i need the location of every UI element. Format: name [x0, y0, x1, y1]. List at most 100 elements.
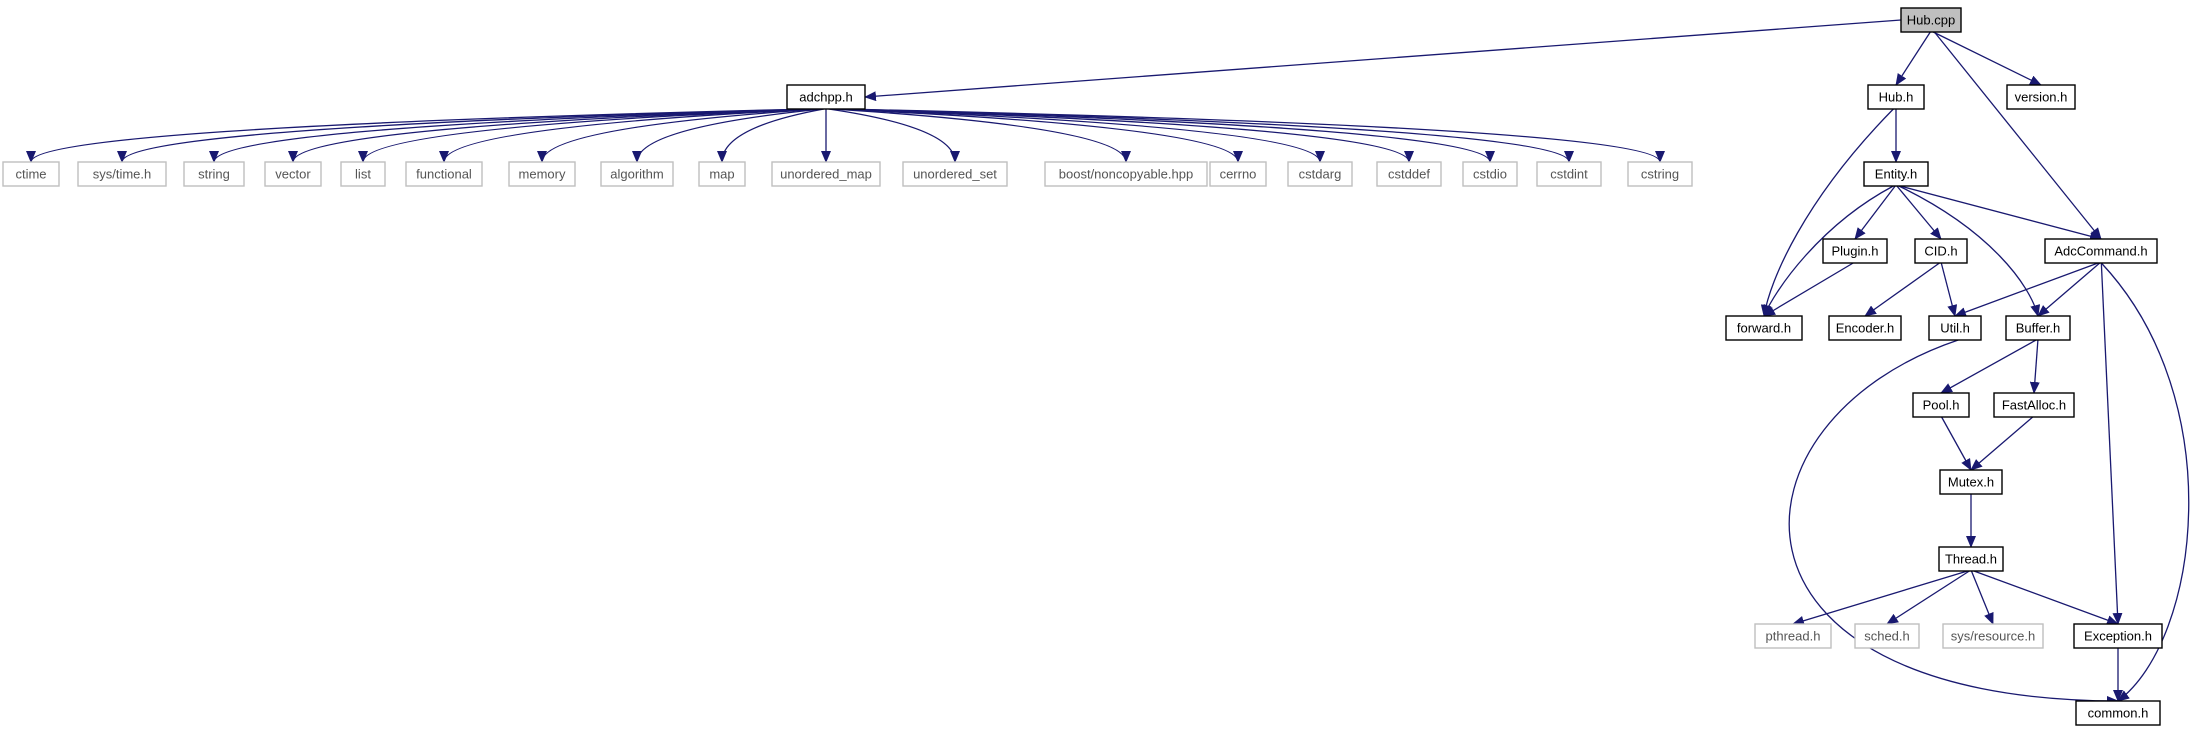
node-label: map [709, 167, 734, 182]
edge-hub_cpp-to-version_h [1932, 31, 2042, 86]
edge-hub_cpp-to-hub_h [1895, 31, 1931, 86]
node-entity-h[interactable]: Entity.h [1863, 161, 1929, 187]
edge-plugin_h-to-forward_h [1763, 262, 1854, 317]
node-label: AdcCommand.h [2054, 244, 2147, 259]
edge-adchpp_h-to-functional [439, 108, 819, 163]
node-thread-h[interactable]: Thread.h [1938, 546, 2004, 572]
node-box [2073, 623, 2163, 649]
edge-entity_h-to-cid_h [1896, 185, 1942, 240]
node-memory: memory [508, 161, 576, 187]
node-box [1209, 161, 1267, 187]
node-label: algorithm [610, 167, 663, 182]
edge-cid_h-to-encoder_h [1864, 262, 1940, 317]
node-box [508, 161, 576, 187]
edge-adchpp_h-to-cstring [842, 108, 1665, 163]
node-adccommand-h[interactable]: AdcCommand.h [2044, 238, 2158, 264]
edge-adccommand_h-to-common_h [2100, 262, 2190, 702]
edge-adccommand_h-to-util_h [1954, 262, 2099, 317]
node-label: cstdarg [1299, 167, 1342, 182]
node-label: unordered_set [913, 167, 997, 182]
edge-adchpp_h-to-ctime [26, 108, 811, 163]
edges [26, 19, 2190, 706]
node-box [340, 161, 386, 187]
node-algorithm: algorithm [600, 161, 674, 187]
node-label: adchpp.h [799, 90, 853, 105]
node-label: Entity.h [1875, 167, 1917, 182]
node-adchpp-h[interactable]: adchpp.h [786, 84, 866, 110]
node-label: sched.h [1864, 629, 1910, 644]
edge-entity_h-to-plugin_h [1854, 185, 1896, 240]
edge-thread_h-to-pthread_h [1792, 570, 1968, 626]
edge-hub_h-to-forward_h [1760, 108, 1894, 317]
node-box [1376, 161, 1442, 187]
node-box [1536, 161, 1602, 187]
node-unordered-set: unordered_set [902, 161, 1008, 187]
edge-adchpp_h-to-algorithm [632, 108, 823, 163]
node-label: functional [416, 167, 472, 182]
node-hub-cpp[interactable]: Hub.cpp [1900, 7, 1962, 33]
edge-hub_cpp-to-adchpp_h [864, 19, 1902, 102]
node-noncopyable: boost/noncopyable.hpp [1044, 161, 1208, 187]
node-label: cstdio [1473, 167, 1507, 182]
node-buffer-h[interactable]: Buffer.h [2005, 315, 2071, 341]
node-label: Hub.cpp [1907, 13, 1955, 28]
node-version-h[interactable]: version.h [2006, 84, 2076, 110]
node-label: Thread.h [1945, 552, 1997, 567]
node-common-h[interactable]: common.h [2075, 700, 2161, 726]
node-box [1939, 469, 2003, 495]
node-fastalloc-h[interactable]: FastAlloc.h [1993, 392, 2075, 418]
edge-adchpp_h-to-cerrno [834, 108, 1243, 163]
node-pthread-h: pthread.h [1754, 623, 1832, 649]
node-pool-h[interactable]: Pool.h [1912, 392, 1970, 418]
node-forward-h[interactable]: forward.h [1725, 315, 1803, 341]
edge-adchpp_h-to-cstdint [840, 108, 1574, 163]
node-map: map [698, 161, 746, 187]
node-plugin-h[interactable]: Plugin.h [1822, 238, 1888, 264]
node-cid-h[interactable]: CID.h [1914, 238, 1968, 264]
node-label: boost/noncopyable.hpp [1059, 167, 1193, 182]
edge-fastalloc_h-to-mutex_h [1970, 416, 2034, 471]
node-box [786, 84, 866, 110]
edge-entity_h-to-adccommand_h [1899, 185, 2102, 242]
node-box [2044, 238, 2158, 264]
node-exception-h[interactable]: Exception.h [2073, 623, 2163, 649]
node-list: list [340, 161, 386, 187]
node-box [600, 161, 674, 187]
node-label: memory [519, 167, 566, 182]
node-label: Plugin.h [1832, 244, 1879, 259]
node-box [1828, 315, 1902, 341]
node-box [77, 161, 167, 187]
node-box [1942, 623, 2044, 649]
edge-entity_h-to-buffer_h [1898, 185, 2041, 317]
edge-adchpp_h-to-unordered_set [828, 108, 960, 163]
node-label: CID.h [1924, 244, 1957, 259]
node-sys-resource-h: sys/resource.h [1942, 623, 2044, 649]
node-box [2, 161, 60, 187]
node-box [1044, 161, 1208, 187]
node-label: cstdint [1550, 167, 1588, 182]
node-label: Pool.h [1923, 398, 1960, 413]
edge-adccommand_h-to-buffer_h [2037, 262, 2101, 317]
node-hub-h[interactable]: Hub.h [1867, 84, 1925, 110]
node-box [1462, 161, 1518, 187]
node-box [1822, 238, 1888, 264]
node-label: cstring [1641, 167, 1679, 182]
node-box [1900, 7, 1962, 33]
node-box [1287, 161, 1353, 187]
node-mutex-h[interactable]: Mutex.h [1939, 469, 2003, 495]
node-cerrno: cerrno [1209, 161, 1267, 187]
node-vector: vector [264, 161, 322, 187]
node-box [405, 161, 483, 187]
node-box [698, 161, 746, 187]
node-util-h[interactable]: Util.h [1928, 315, 1982, 341]
node-box [2005, 315, 2071, 341]
node-box [1928, 315, 1982, 341]
node-label: Util.h [1940, 321, 1970, 336]
node-box [1863, 161, 1929, 187]
node-cstdint: cstdint [1536, 161, 1602, 187]
node-encoder-h[interactable]: Encoder.h [1828, 315, 1902, 341]
edge-adchpp_h-to-sys_time_h [117, 108, 812, 163]
edge-buffer_h-to-pool_h [1940, 339, 2037, 394]
edge-hub_cpp-to-adccommand_h [1933, 31, 2102, 240]
